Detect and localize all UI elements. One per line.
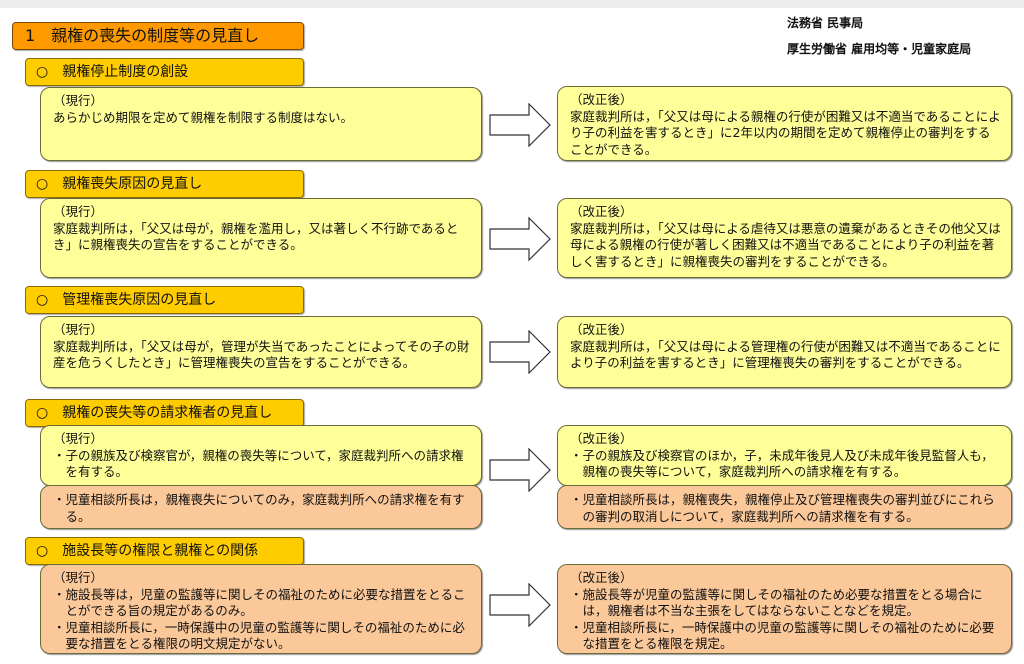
ministry-1: 法務省 民事局 (787, 16, 864, 30)
revised-label: （改正後） (570, 92, 633, 107)
revised-box-1: （改正後） 家庭裁判所は，「父又は母による親権の行使が困難又は不適当であることに… (557, 86, 1012, 161)
current-text: あらかじめ期限を定めて親権を制限する制度はない。 (53, 109, 354, 125)
right-arrow-icon (489, 103, 551, 147)
current-label: （現行） (53, 93, 104, 108)
current-box-4b: ・児童相談所長は，親権喪失についてのみ，家庭裁判所への請求権を有する。 (40, 485, 482, 529)
revised-text-2: ・児童相談所長に，一時保護中の児童の監護等に関しその福祉のために必要な措置をとる… (570, 619, 995, 652)
right-arrow-icon (489, 448, 551, 492)
right-arrow-icon (489, 217, 551, 261)
revised-label: （改正後） (570, 204, 633, 219)
revised-text: 家庭裁判所は，「父又は母による管理権の行使が困難又は不適当であることにより子の利… (570, 338, 1001, 371)
revised-text: ・施設長等が児童の監護等に関しその福祉のため必要な措置をとる場合には，親権者は不… (570, 586, 983, 619)
section-heading-4: ○ 親権の喪失等の請求権者の見直し (25, 399, 304, 427)
current-text: ・施設長等は，児童の監護等に関しその福祉のために必要な措置をとることができる旨の… (53, 586, 466, 619)
current-box-2: （現行） 家庭裁判所は，「父又は母が，親権を濫用し，又は著しく不行跡であるとき」… (40, 198, 482, 278)
current-box-5: （現行） ・施設長等は，児童の監護等に関しその福祉のために必要な措置をとることが… (40, 564, 482, 654)
revised-text-2: ・児童相談所長は，親権喪失，親権停止及び管理権喪失の審判並びにこれらの審判の取消… (570, 492, 995, 524)
revised-label: （改正後） (570, 431, 633, 446)
revised-text: 家庭裁判所は，「父又は母による親権の行使が困難又は不適当であることにより子の利益… (570, 108, 1001, 157)
section-heading-1: ○ 親権停止制度の創設 (25, 58, 304, 86)
current-label: （現行） (53, 570, 104, 585)
revised-box-3: （改正後） 家庭裁判所は，「父又は母による管理権の行使が困難又は不適当であること… (557, 316, 1012, 388)
right-arrow-icon (489, 330, 551, 374)
right-arrow-icon (489, 583, 551, 627)
section-heading-5: ○ 施設長等の権限と親権との関係 (25, 537, 304, 565)
revised-box-4: （改正後） ・子の親族及び検察官のほか，子，未成年後見人及び未成年後見監督人も，… (557, 425, 1012, 486)
current-text-2: ・児童相談所長は，親権喪失についてのみ，家庭裁判所への請求権を有する。 (53, 492, 465, 524)
current-label: （現行） (53, 322, 104, 337)
current-text: 家庭裁判所は，「父又は母が，親権を濫用し，又は著しく不行跡であるとき」に親権喪失… (53, 220, 459, 253)
revised-box-2: （改正後） 家庭裁判所は，「父又は母による虐待又は悪意の遺棄があるときその他父又… (557, 198, 1012, 278)
current-text: ・子の親族及び検察官が，親権の喪失等について，家庭裁判所への請求権を有する。 (53, 447, 464, 480)
revised-text: ・子の親族及び検察官のほか，子，未成年後見人及び未成年後見監督人も，親権の喪失等… (570, 447, 994, 480)
top-bar (0, 0, 1024, 8)
section-heading-2: ○ 親権喪失原因の見直し (25, 170, 304, 198)
current-label: （現行） (53, 204, 104, 219)
current-box-1: （現行） あらかじめ期限を定めて親権を制限する制度はない。 (40, 87, 482, 161)
revised-text: 家庭裁判所は，「父又は母による虐待又は悪意の遺棄があるときその他父又は母による親… (570, 220, 1001, 269)
current-box-3: （現行） 家庭裁判所は，「父又は母が，管理が失当であったことによってその子の財産… (40, 316, 482, 388)
ministry-2: 厚生労働省 雇用均等・児童家庭局 (787, 42, 972, 56)
current-box-4: （現行） ・子の親族及び検察官が，親権の喪失等について，家庭裁判所への請求権を有… (40, 425, 482, 486)
revised-box-4b: ・児童相談所長は，親権喪失，親権停止及び管理権喪失の審判並びにこれらの審判の取消… (557, 485, 1012, 529)
current-text: 家庭裁判所は，「父又は母が，管理が失当であったことによってその子の財産を危うくし… (53, 338, 470, 371)
revised-box-5: （改正後） ・施設長等が児童の監護等に関しその福祉のため必要な措置をとる場合には… (557, 564, 1012, 654)
revised-label: （改正後） (570, 570, 633, 585)
current-text-2: ・児童相談所長に，一時保護中の児童の監護等に関しその福祉のために必要な措置をとる… (53, 619, 465, 652)
current-label: （現行） (53, 431, 104, 446)
revised-label: （改正後） (570, 322, 633, 337)
section-heading-3: ○ 管理権喪失原因の見直し (25, 286, 304, 314)
page-title: 1 親権の喪失の制度等の見直し (12, 22, 304, 50)
